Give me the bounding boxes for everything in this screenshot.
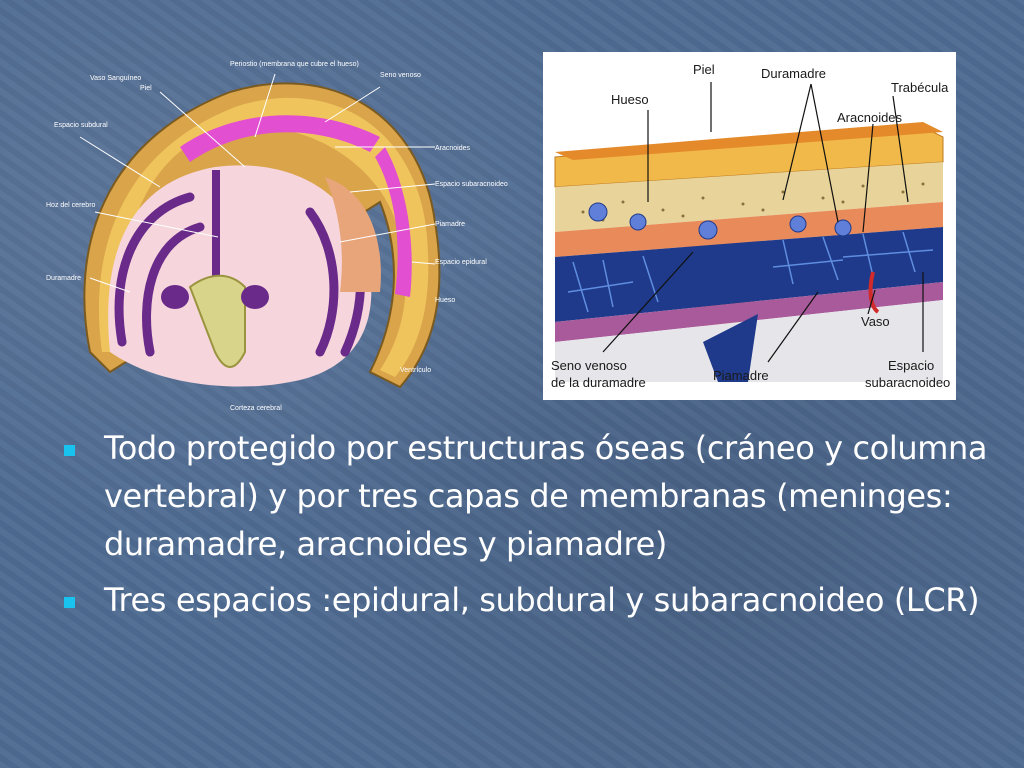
label-trabecula: Trabécula (891, 80, 949, 95)
label-piel-left: Piel (140, 85, 152, 92)
cerebrum-shape (108, 165, 372, 387)
label-piamadre-left: Piamadre (435, 221, 465, 228)
label-piamadre: Piamadre (713, 368, 769, 383)
right-ventricle-shape (241, 285, 269, 309)
ventricle-shape (188, 274, 246, 368)
label-aracnoides-left: Aracnoides (435, 145, 471, 152)
bullet-item-1: Todo protegido por estructuras óseas (cr… (60, 424, 990, 568)
label-hoz-cerebro: Hoz del cerebro (46, 202, 96, 209)
label-espacio-epidural: Espacio epidural (435, 259, 487, 266)
label-espacio-1: Espacio (888, 358, 934, 373)
label-hueso: Hueso (611, 92, 649, 107)
brain-section-diagram: Vaso Sanguíneo Piel Periostio (membrana … (40, 52, 510, 417)
vessel-shape (868, 271, 880, 314)
pia-band-shape (555, 282, 943, 342)
subarachnoid-peach-shape (325, 177, 381, 292)
bullet-item-2: Tres espacios :epidural, subdural y suba… (60, 576, 990, 624)
label-piel: Piel (693, 62, 715, 77)
label-seno-venoso-2: de la duramadre (551, 375, 646, 390)
label-vaso: Vaso (861, 314, 890, 329)
left-ventricle-shape (161, 285, 189, 309)
meninges-layers-diagram: Piel Duramadre Trabécula Hueso Aracnoide… (543, 52, 956, 400)
label-seno-venoso-left: Seno venoso (380, 72, 421, 79)
label-seno-venoso-1: Seno venoso (551, 358, 627, 373)
label-duramadre: Duramadre (761, 66, 826, 81)
bullet-text-1: Todo protegido por estructuras óseas (cr… (104, 429, 988, 563)
label-corteza: Corteza cerebral (230, 405, 282, 412)
arachnoid-granulations (588, 202, 852, 240)
label-duramadre-left: Duramadre (46, 275, 81, 282)
trabeculae-pattern (567, 231, 934, 313)
label-hueso-left: Hueso (435, 297, 455, 304)
label-periostio: Periostio (membrana que cubre el hueso) (230, 61, 359, 68)
label-ventriculo: Ventrículo (400, 367, 431, 374)
bullet-square-icon (64, 597, 75, 608)
label-espacio-subaracnoideo-left: Espacio subaracnoideo (435, 181, 508, 188)
bullet-list: Todo protegido por estructuras óseas (cr… (60, 424, 990, 632)
leader-lines (79, 73, 436, 293)
bullet-text-2: Tres espacios :epidural, subdural y suba… (104, 581, 980, 619)
right-leader-lines (602, 82, 924, 363)
label-espacio-2: subaracnoideo (865, 375, 950, 390)
bone-band-shape (555, 162, 943, 232)
dura-band-shape (555, 202, 943, 257)
label-vaso-sanguineo: Vaso Sanguíneo (90, 75, 141, 82)
skin-top-shape (555, 122, 943, 160)
sulcus-shape (703, 314, 758, 382)
skin-layer-shape (98, 97, 429, 377)
cortex-fold-shape (114, 192, 366, 357)
label-espacio-subdural: Espacio subdural (54, 122, 108, 129)
bullet-square-icon (64, 445, 75, 456)
magenta-dura-shape (180, 115, 380, 162)
label-aracnoides: Aracnoides (837, 110, 903, 125)
magenta-side-shape (375, 147, 412, 297)
